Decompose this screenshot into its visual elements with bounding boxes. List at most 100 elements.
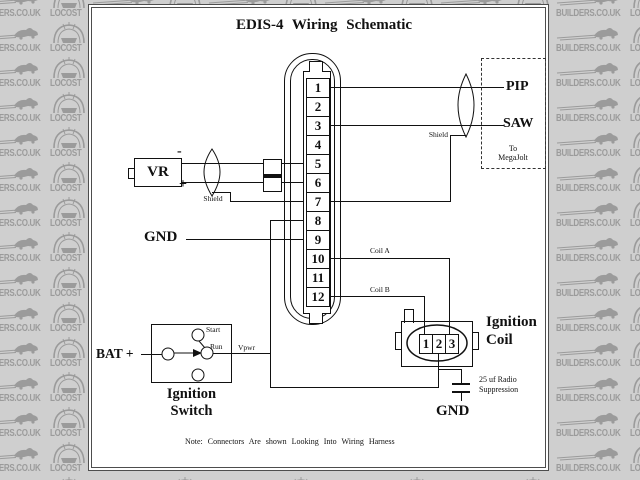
swoosh-car-icon [0, 203, 38, 215]
locost-arch-car-icon [53, 372, 85, 394]
swoosh-car-icon [0, 28, 38, 40]
watermark-brand-text: LOCOST [630, 463, 640, 474]
locost-arch-car-icon [633, 306, 640, 324]
coil-pin-3: 3 [445, 334, 459, 354]
left-shield-oval [203, 148, 221, 197]
watermark-brand-text: LOCOST [630, 218, 640, 229]
edis-pin-12: 12 [306, 287, 330, 307]
watermark-brand-text: LOCOST [630, 288, 640, 299]
swoosh-car-icon [92, 0, 154, 6]
capacitor-plate-top [452, 383, 470, 385]
left-shield-label: Shield [203, 194, 223, 203]
coil-a-label: Coil A [370, 246, 390, 255]
watermark-suffix-text: BUILDERS.CO.UK [556, 288, 621, 299]
gnd-left-label: GND [144, 229, 178, 245]
locost-arch-car-icon [633, 61, 640, 79]
edis-connector-outer-shell [284, 53, 341, 325]
twisted-pair-block [263, 159, 282, 192]
edis-pin-6: 6 [306, 173, 330, 193]
watermark-suffix-text: BUILDERS.CO.UK [0, 113, 41, 124]
swoosh-car-icon [208, 0, 270, 6]
watermark-brand-text: LOCOST [50, 148, 82, 159]
swoosh-car-icon [0, 0, 38, 5]
watermark-suffix-text: BUILDERS.CO.UK [556, 43, 621, 54]
watermark-brand-text: LOCOST [630, 148, 640, 159]
locost-arch-car-icon [633, 271, 640, 289]
swoosh-car-icon [556, 168, 618, 181]
watermark-suffix-text: BUILDERS.CO.UK [556, 148, 621, 159]
locost-arch-car-icon [53, 22, 85, 44]
edis-pin-8: 8 [306, 211, 330, 231]
watermark-suffix-text: BUILDERS.CO.UK [556, 323, 621, 334]
wire-pin12-coil-b [329, 296, 424, 297]
wire-pin7-left [230, 201, 306, 202]
saw-label: SAW [503, 116, 534, 131]
swoosh-car-icon [556, 203, 618, 216]
locost-arch-car-icon [633, 26, 640, 44]
switch-body-box [151, 324, 232, 383]
wire-left-shield-stub [212, 192, 231, 193]
watermark-tile: BUILDERS.CO.UK LOCOST [556, 162, 640, 197]
watermark-suffix-text: BUILDERS.CO.UK [0, 428, 41, 439]
watermark-suffix-text: BUILDERS.CO.UK [556, 358, 621, 369]
locost-arch-car-icon [633, 236, 640, 254]
watermark-brand-text: LOCOST [50, 43, 82, 54]
schematic-title: EDIS-4 Wiring Schematic [235, 17, 413, 33]
swoosh-car-icon [0, 63, 38, 75]
switch-input-terminal [161, 347, 175, 361]
locost-arch-car-icon [633, 166, 640, 184]
coil-b-label: Coil B [370, 285, 390, 294]
coil-label-line1: Ignition [486, 314, 537, 330]
watermark-brand-text: LOCOST [50, 358, 82, 369]
locost-arch-car-icon [633, 376, 640, 394]
swoosh-car-icon [556, 343, 618, 356]
swoosh-car-icon [556, 308, 618, 321]
swoosh-car-icon [556, 98, 618, 111]
watermark-suffix-text: BUILDERS.CO.UK [556, 183, 621, 194]
swoosh-car-icon [0, 378, 38, 390]
swoosh-car-icon [0, 273, 38, 285]
watermark-brand-text: LOCOST [630, 358, 640, 369]
watermark-suffix-text: BUILDERS.CO.UK [0, 43, 41, 54]
edis-pin-2: 2 [306, 97, 330, 117]
swoosh-car-icon [0, 413, 38, 425]
swoosh-car-icon [556, 63, 618, 76]
wire-pin7-left-jog [230, 192, 231, 202]
watermark-brand-text: LOCOST [50, 78, 82, 89]
watermark-tile: BUILDERS.CO.UK LOCOST [556, 267, 640, 302]
coil-side-tab-left [395, 332, 402, 350]
switch-label-line2: Switch [170, 403, 213, 419]
watermark-suffix-text: BUILDERS.CO.UK [0, 288, 41, 299]
vr-minus-label: - [177, 144, 182, 159]
locost-arch-car-icon [633, 0, 640, 9]
edis-pin-3: 3 [306, 116, 330, 136]
edis-key-tab-bottom [309, 313, 323, 324]
watermark-brand-text: LOCOST [630, 183, 640, 194]
locost-arch-car-icon [53, 127, 85, 149]
swoosh-car-icon [0, 98, 38, 110]
locost-arch-car-icon [53, 197, 85, 219]
switch-start-link [198, 340, 206, 349]
right-shield-label: Shield [428, 130, 448, 139]
wire-right-shield-drop [450, 135, 451, 202]
watermark-tile: BUILDERS.CO.UK LOCOST [556, 0, 640, 22]
watermark-suffix-text: BUILDERS.CO.UK [0, 323, 41, 334]
watermark-brand-text: LOCOST [630, 8, 640, 19]
locost-arch-car-icon [53, 267, 85, 289]
locost-arch-car-icon [633, 341, 640, 359]
megajolt-dest-line2: MegaJolt [498, 153, 528, 162]
watermark-suffix-text: BUILDERS.CO.UK [556, 78, 621, 89]
watermark-suffix-text: BUILDERS.CO.UK [556, 8, 621, 19]
wire-vr-minus-pin5 [182, 163, 306, 164]
watermark-suffix-text: BUILDERS.CO.UK [0, 78, 41, 89]
coil-label-line2: Coil [486, 332, 513, 348]
